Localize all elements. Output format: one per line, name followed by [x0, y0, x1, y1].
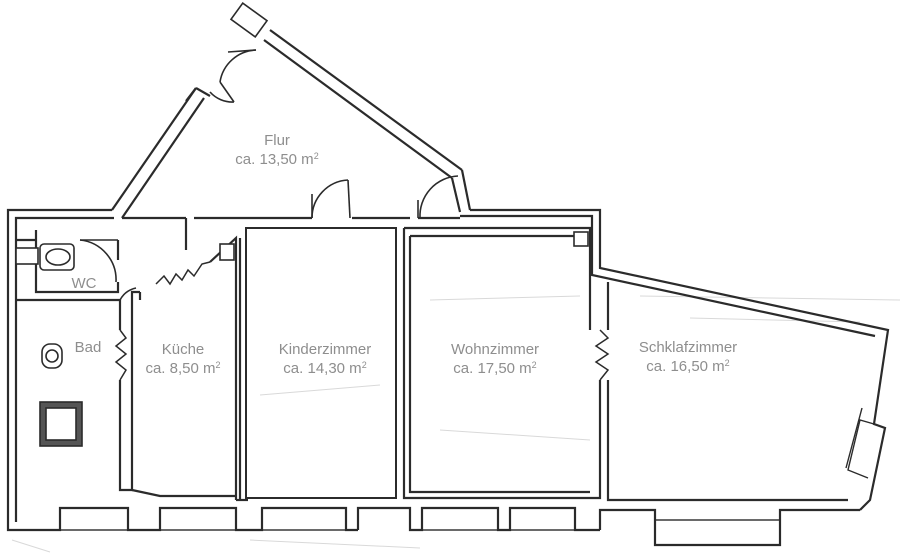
room-area-wohnzimmer: ca. 17,50 m2 [453, 360, 537, 377]
room-label-schlafzimmer: Schklafzimmer ca. 16,50 m2 [639, 338, 737, 376]
room-label-wohnzimmer: Wohnzimmer ca. 17,50 m2 [451, 340, 539, 378]
room-label-bad: Bad [75, 338, 102, 357]
room-area-kinderzimmer: ca. 14,30 m2 [283, 360, 367, 377]
bathroom-fixtures [15, 243, 133, 490]
room-label-flur: Flur ca. 13,50 m2 [235, 131, 318, 169]
windows [59, 507, 781, 546]
room-name-bad: Bad [74, 339, 102, 356]
entry-door [209, 1, 269, 103]
room-name-flur: Flur [264, 132, 290, 149]
room-area-kueche: ca. 8,50 m2 [145, 360, 221, 377]
room-area-schlafzimmer: ca. 16,50 m2 [646, 358, 730, 375]
room-area-flur: ca. 13,50 m2 [235, 151, 319, 168]
room-name-schlafzimmer: Schklafzimmer [638, 339, 738, 356]
interior-walls [16, 216, 848, 502]
pocket-doors [114, 261, 610, 381]
room-name-wc: WC [71, 275, 97, 292]
room-name-kinderzimmer: Kinderzimmer [278, 341, 372, 358]
sketch-marks [11, 295, 901, 553]
doors [79, 175, 459, 301]
room-label-kinderzimmer: Kinderzimmer ca. 14,30 m2 [279, 340, 372, 378]
room-name-wohnzimmer: Wohnzimmer [450, 341, 540, 358]
room-name-kueche: Küche [161, 341, 205, 358]
outer-walls [6, 29, 890, 547]
room-label-wc: WC [72, 274, 97, 293]
room-label-kueche: Küche ca. 8,50 m2 [145, 340, 220, 378]
